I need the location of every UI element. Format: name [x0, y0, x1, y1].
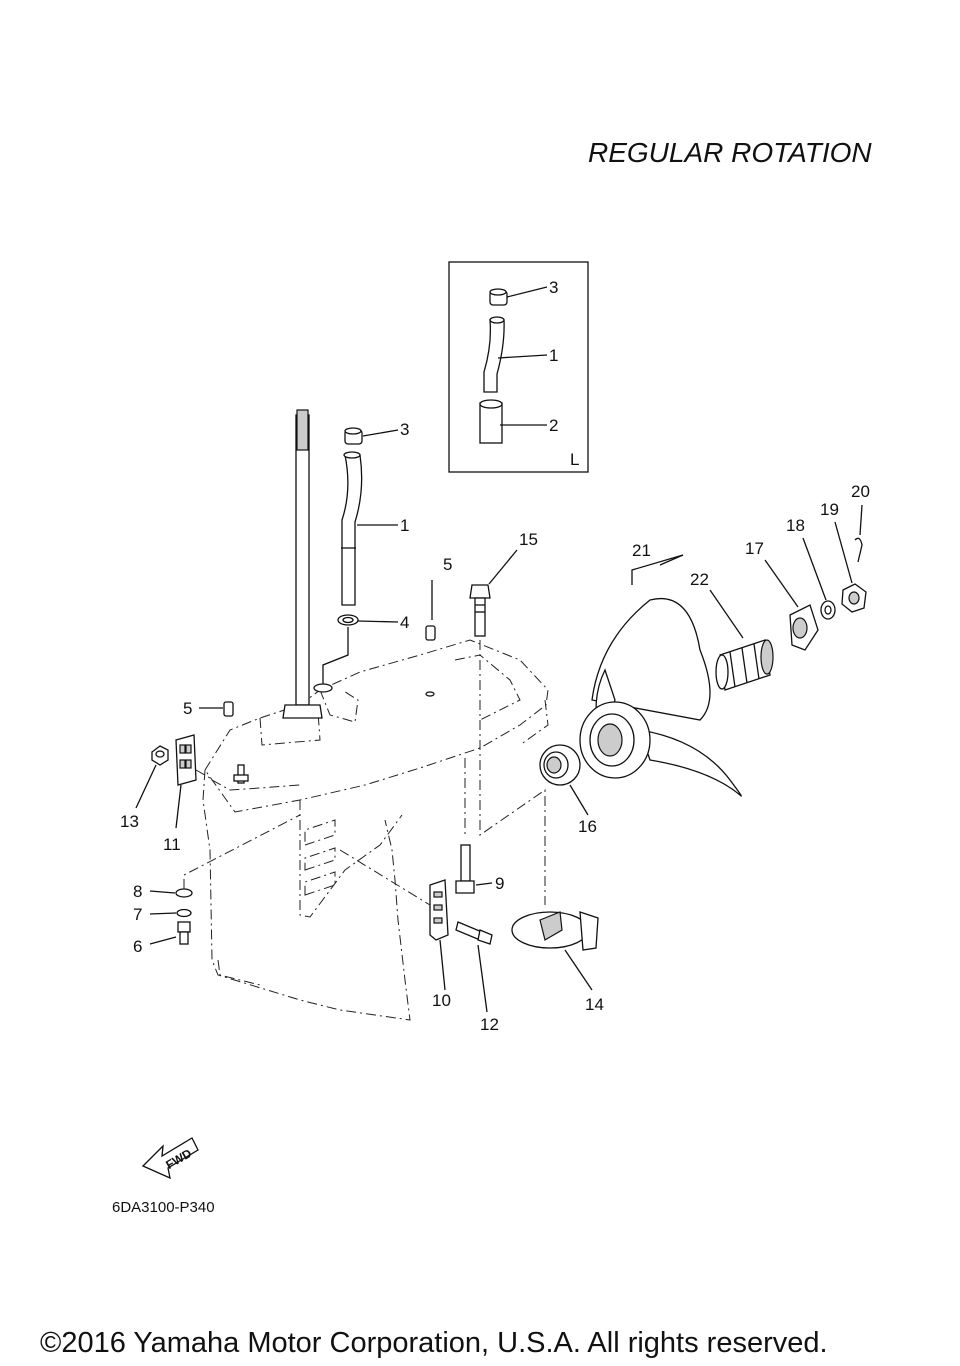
callout-1: 1: [400, 516, 409, 535]
callout-5-top: 5: [443, 555, 452, 574]
thrust-washer-16-part: 16: [539, 744, 597, 836]
callout-21: 21: [632, 541, 651, 560]
diagram-code: 6DA3100-P340: [112, 1199, 215, 1216]
anode-11-part: 11: [163, 734, 211, 854]
dowel-pin-left-part: 5: [183, 699, 234, 718]
bolt-9-part: 9: [455, 758, 504, 894]
callout-17: 17: [745, 539, 764, 558]
washer-17-part: 17: [745, 539, 819, 651]
dowel-pin-part: 5: [425, 555, 452, 697]
callout-6: 6: [133, 937, 142, 956]
lower-casing-outline: [202, 639, 549, 1021]
callout-10: 10: [432, 991, 451, 1010]
anode-10-part: 10: [339, 849, 451, 1010]
callout-7: 7: [133, 905, 142, 924]
inset-cap-part: [489, 288, 508, 306]
callout-16: 16: [578, 817, 597, 836]
drive-shaft-part: [282, 409, 323, 719]
callout-8: 8: [133, 882, 142, 901]
inset-grommet-part: [479, 399, 503, 444]
trim-tab-14-part: 14: [511, 911, 604, 1014]
cotter-pin-20-part: 20: [851, 482, 870, 563]
callout-11: 11: [163, 835, 181, 854]
washer-8-part: 8: [133, 814, 301, 901]
inset-pipe-part: [483, 316, 505, 393]
bolt-12-part: 12: [455, 921, 499, 1034]
inset-box: 3 1 2 L: [448, 261, 589, 473]
stud-part: [233, 764, 249, 784]
callout-15: 15: [519, 530, 538, 549]
propeller-21-part: 21: [579, 541, 742, 797]
callout-12: 12: [480, 1015, 499, 1034]
callout-inset-3: 3: [549, 278, 558, 297]
callout-4: 4: [400, 613, 409, 632]
diagram-title: REGULAR ROTATION: [588, 137, 872, 168]
inset-variant-label: L: [570, 450, 579, 469]
callout-13: 13: [120, 812, 139, 831]
nut-19-part: 19: [820, 500, 867, 613]
callout-22: 22: [690, 570, 709, 589]
bolt-15-part: 15: [469, 530, 546, 905]
nut-13-part: 13: [120, 745, 169, 831]
washer-18-part: 18: [786, 516, 836, 620]
fwd-arrow-icon: FWD: [141, 1137, 199, 1180]
callout-5-left: 5: [183, 699, 192, 718]
spacer-22-part: 22: [690, 570, 774, 691]
callout-inset-2: 2: [549, 416, 558, 435]
callout-18: 18: [786, 516, 805, 535]
washer-7-part: 7: [133, 905, 192, 924]
copyright-notice: ©2016 Yamaha Motor Corporation, U.S.A. A…: [40, 1327, 828, 1359]
callout-14: 14: [585, 995, 604, 1014]
callout-3: 3: [400, 420, 409, 439]
water-pipe-part: 3 1 4: [313, 420, 409, 693]
callout-19: 19: [820, 500, 839, 519]
bolt-6-part: 6: [133, 921, 191, 956]
callout-inset-1: 1: [549, 346, 558, 365]
callout-9: 9: [495, 874, 504, 893]
callout-20: 20: [851, 482, 870, 501]
